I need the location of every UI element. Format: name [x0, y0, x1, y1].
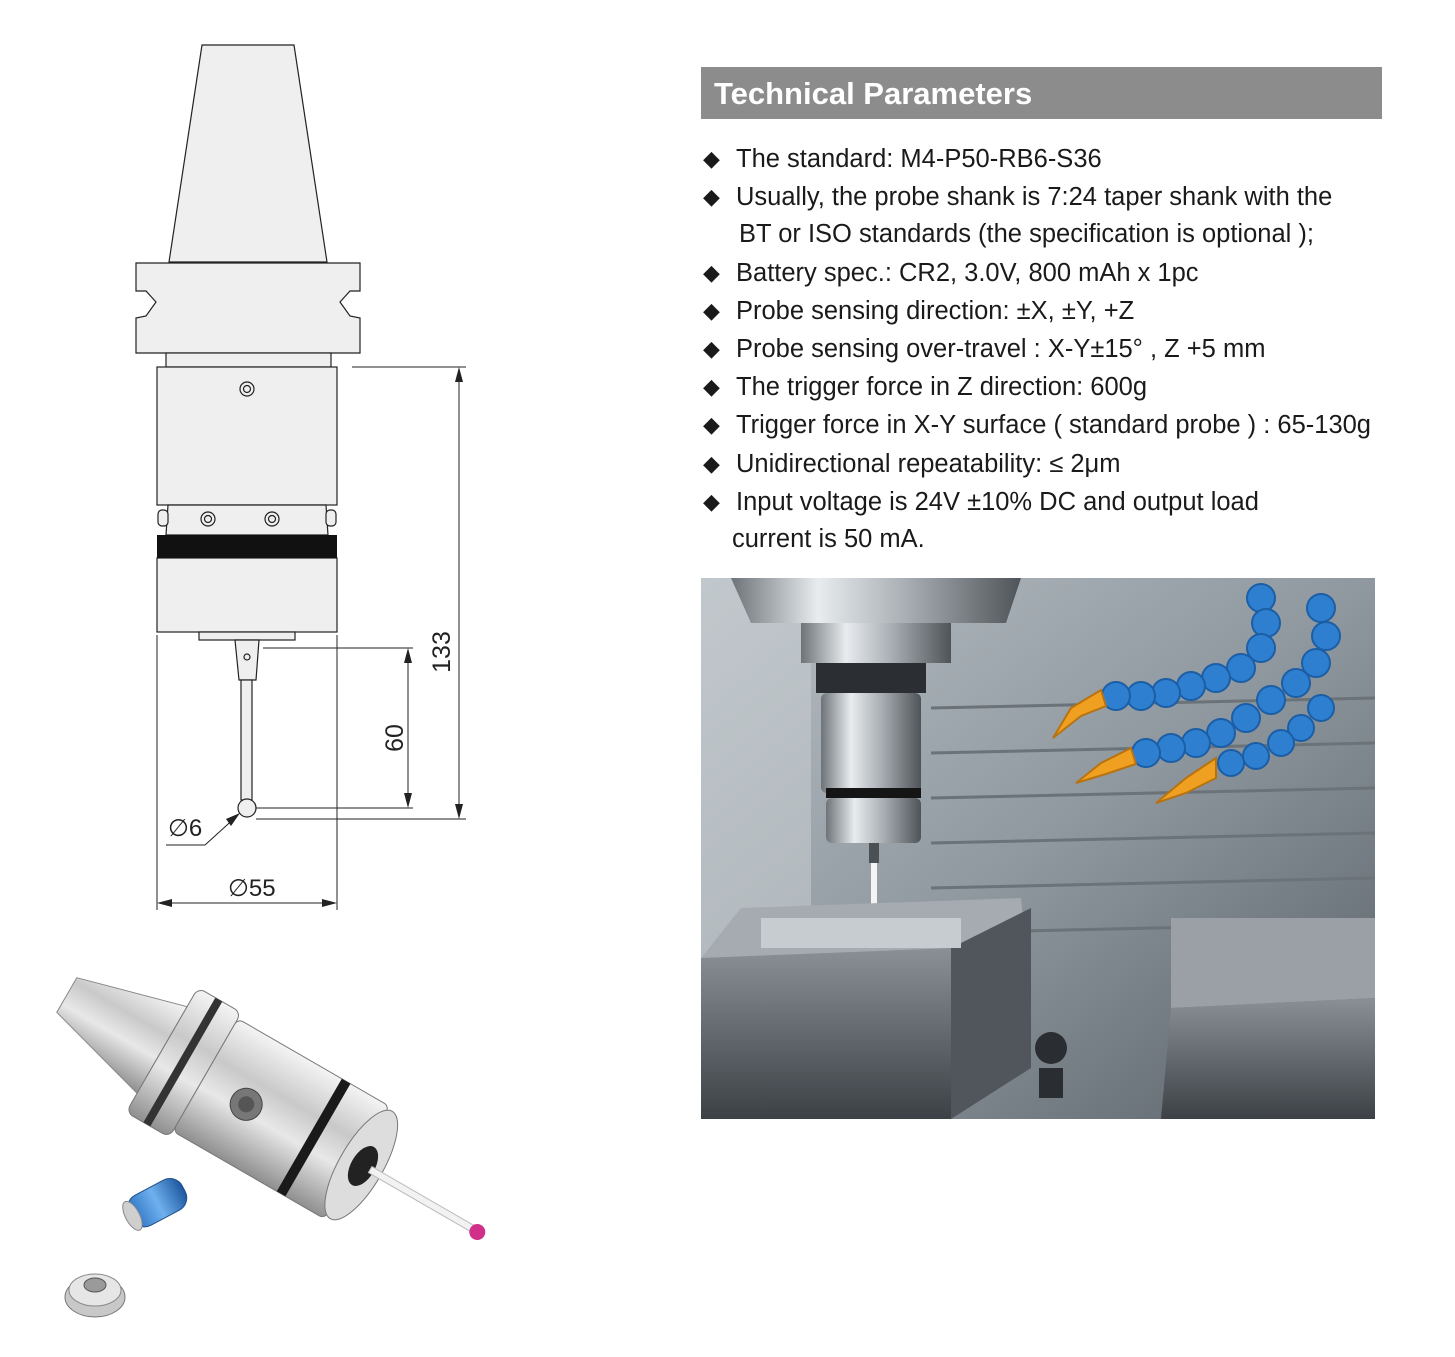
bullet-icon: ◆ [703, 450, 720, 476]
param-text: The standard: M4-P50-RB6-S36 [736, 145, 1102, 173]
flange [135, 262, 361, 354]
bullet-icon: ◆ [703, 336, 720, 362]
param-text: Unidirectional repeatability: ≤ 2μm [736, 449, 1121, 478]
param-item: ◆ Probe sensing direction: ±X, ±Y, +Z [703, 292, 1448, 330]
param-text: Probe sensing over-travel : X-Y±15° , Z … [736, 335, 1266, 364]
stylus-ball [237, 798, 257, 818]
dim-60: 60 [381, 724, 409, 752]
param-item: ◆ The trigger force in Z direction: 600g [703, 368, 1448, 406]
bullet-icon: ◆ [703, 412, 720, 438]
param-text: Battery spec.: CR2, 3.0V, 800 mAh x 1pc [736, 258, 1199, 287]
param-text-continued: current is 50 mA. [732, 525, 925, 554]
param-item: ◆ Usually, the probe shank is 7:24 taper … [703, 178, 1448, 253]
param-text: Usually, the probe shank is 7:24 taper s… [736, 183, 1333, 212]
param-item: ◆ Unidirectional repeatability: ≤ 2μm [703, 445, 1448, 483]
probe-body [156, 366, 338, 506]
seal-band [157, 535, 337, 558]
param-item: ◆ Probe sensing over-travel : X-Y±15° , Z… [703, 330, 1448, 368]
param-item: ◆ Input voltage is 24V ±10% DC and output… [703, 483, 1448, 558]
bullet-icon: ◆ [703, 259, 720, 285]
dim-133: 133 [428, 631, 456, 673]
product-photo [56, 977, 486, 1318]
parameter-list: ◆ The standard: M4-P50-RB6-S36 ◆ Usually, … [703, 140, 1448, 558]
bullet-icon: ◆ [703, 146, 720, 171]
bullet-icon: ◆ [703, 297, 720, 323]
machine-photo [701, 578, 1375, 1119]
param-item: ◆ The standard: M4-P50-RB6-S36 [703, 140, 1448, 178]
bullet-icon: ◆ [703, 488, 720, 514]
param-text: Input voltage is 24V ±10% DC and output … [736, 487, 1259, 516]
dim-body-diameter: ∅55 [228, 875, 276, 902]
param-text-continued: BT or ISO standards (the specification i… [739, 220, 1314, 249]
header-title: Technical Parameters [714, 76, 1033, 111]
param-item: ◆ Trigger force in X-Y surface ( standard… [703, 406, 1448, 444]
technical-parameters-header: Technical Parameters [701, 67, 1382, 119]
bullet-icon: ◆ [703, 184, 720, 210]
param-text: Probe sensing direction: ±X, ±Y, +Z [736, 296, 1135, 325]
param-text: Trigger force in X-Y surface ( standard … [736, 411, 1371, 440]
param-text: The trigger force in Z direction: 600g [736, 373, 1148, 402]
dim-ball-diameter: ∅6 [168, 815, 202, 842]
taper-shank [168, 44, 328, 263]
bullet-icon: ◆ [703, 374, 720, 400]
param-item: ◆ Battery spec.: CR2, 3.0V, 800 mAh x 1pc [703, 254, 1448, 292]
technical-drawing: 133 60 ∅6 ∅55 [135, 44, 466, 910]
